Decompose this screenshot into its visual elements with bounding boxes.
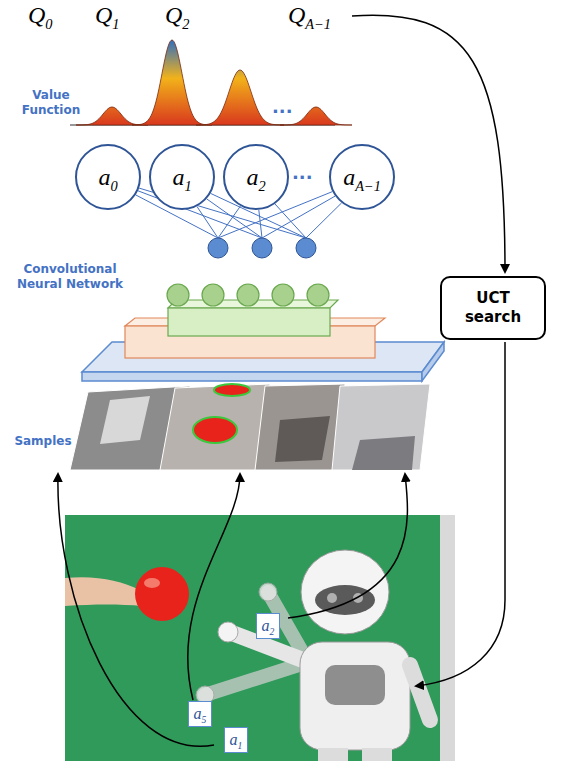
sample-arrows: [58, 474, 408, 746]
gaussian-curve: [132, 40, 212, 125]
node-action-circle: a2: [223, 144, 289, 210]
hidden-units: [208, 238, 316, 258]
action-circle-text: a1: [172, 164, 191, 191]
ellipsis: ...: [272, 96, 293, 117]
subscript: 5: [202, 714, 207, 725]
process-box-text: UCT search: [450, 289, 536, 328]
subscript: 2: [270, 626, 275, 637]
symbol: a: [230, 731, 238, 748]
subscript: 1: [112, 16, 119, 32]
gaussian-curve: [196, 70, 284, 125]
q-value-label: Q0: [28, 2, 53, 29]
symbol: a: [343, 164, 355, 190]
callout-label-text: a5: [194, 705, 207, 723]
symbol: a: [262, 617, 270, 634]
section-label: Samples: [8, 434, 78, 449]
node-action-circle: aA−1: [329, 144, 395, 210]
uct-arrows: [352, 15, 505, 686]
gaussian-curve: [76, 107, 148, 125]
symbol: Q: [165, 2, 182, 28]
symbol: Q: [288, 2, 305, 28]
symbol: Q: [28, 2, 45, 28]
symbol: a: [194, 705, 202, 722]
node-action-circle: a0: [75, 144, 141, 210]
action-circle-text: a2: [246, 164, 265, 191]
q-value-label: Q2: [165, 2, 190, 29]
symbol: a: [98, 164, 110, 190]
section-label: Convolutional Neural Network: [6, 262, 134, 292]
action-circle-text: aA−1: [343, 164, 381, 191]
node-process-box: UCT search: [440, 276, 546, 340]
subscript: 1: [184, 177, 191, 193]
q-value-label: Q1: [95, 2, 120, 29]
subscript: 2: [182, 16, 189, 32]
q-value-label: QA−1: [288, 2, 331, 29]
callout-label-text: a2: [262, 617, 275, 635]
connection-line: [275, 204, 306, 238]
action-circle-text: a0: [98, 164, 117, 191]
callout-label-text: a1: [230, 731, 243, 749]
node-action-circle: a1: [149, 144, 215, 210]
layer-units: [167, 284, 329, 306]
gaussian-curves: [76, 40, 352, 125]
symbol: a: [246, 164, 258, 190]
subscript: A−1: [305, 16, 331, 32]
symbol: a: [172, 164, 184, 190]
subscript: 1: [238, 740, 243, 751]
node-callout-label: a2: [256, 613, 281, 639]
node-callout-label: a1: [224, 727, 249, 753]
subscript: 0: [110, 177, 117, 193]
robot-photo: [65, 515, 455, 761]
symbol: Q: [95, 2, 112, 28]
subscript: A−1: [355, 177, 381, 193]
section-label: Value Function: [12, 88, 90, 118]
node-callout-label: a5: [188, 701, 213, 727]
sample-images: [70, 384, 430, 470]
subscript: 2: [258, 177, 265, 193]
connection-line: [306, 203, 342, 238]
ellipsis: ...: [292, 162, 313, 183]
subscript: 0: [45, 16, 52, 32]
